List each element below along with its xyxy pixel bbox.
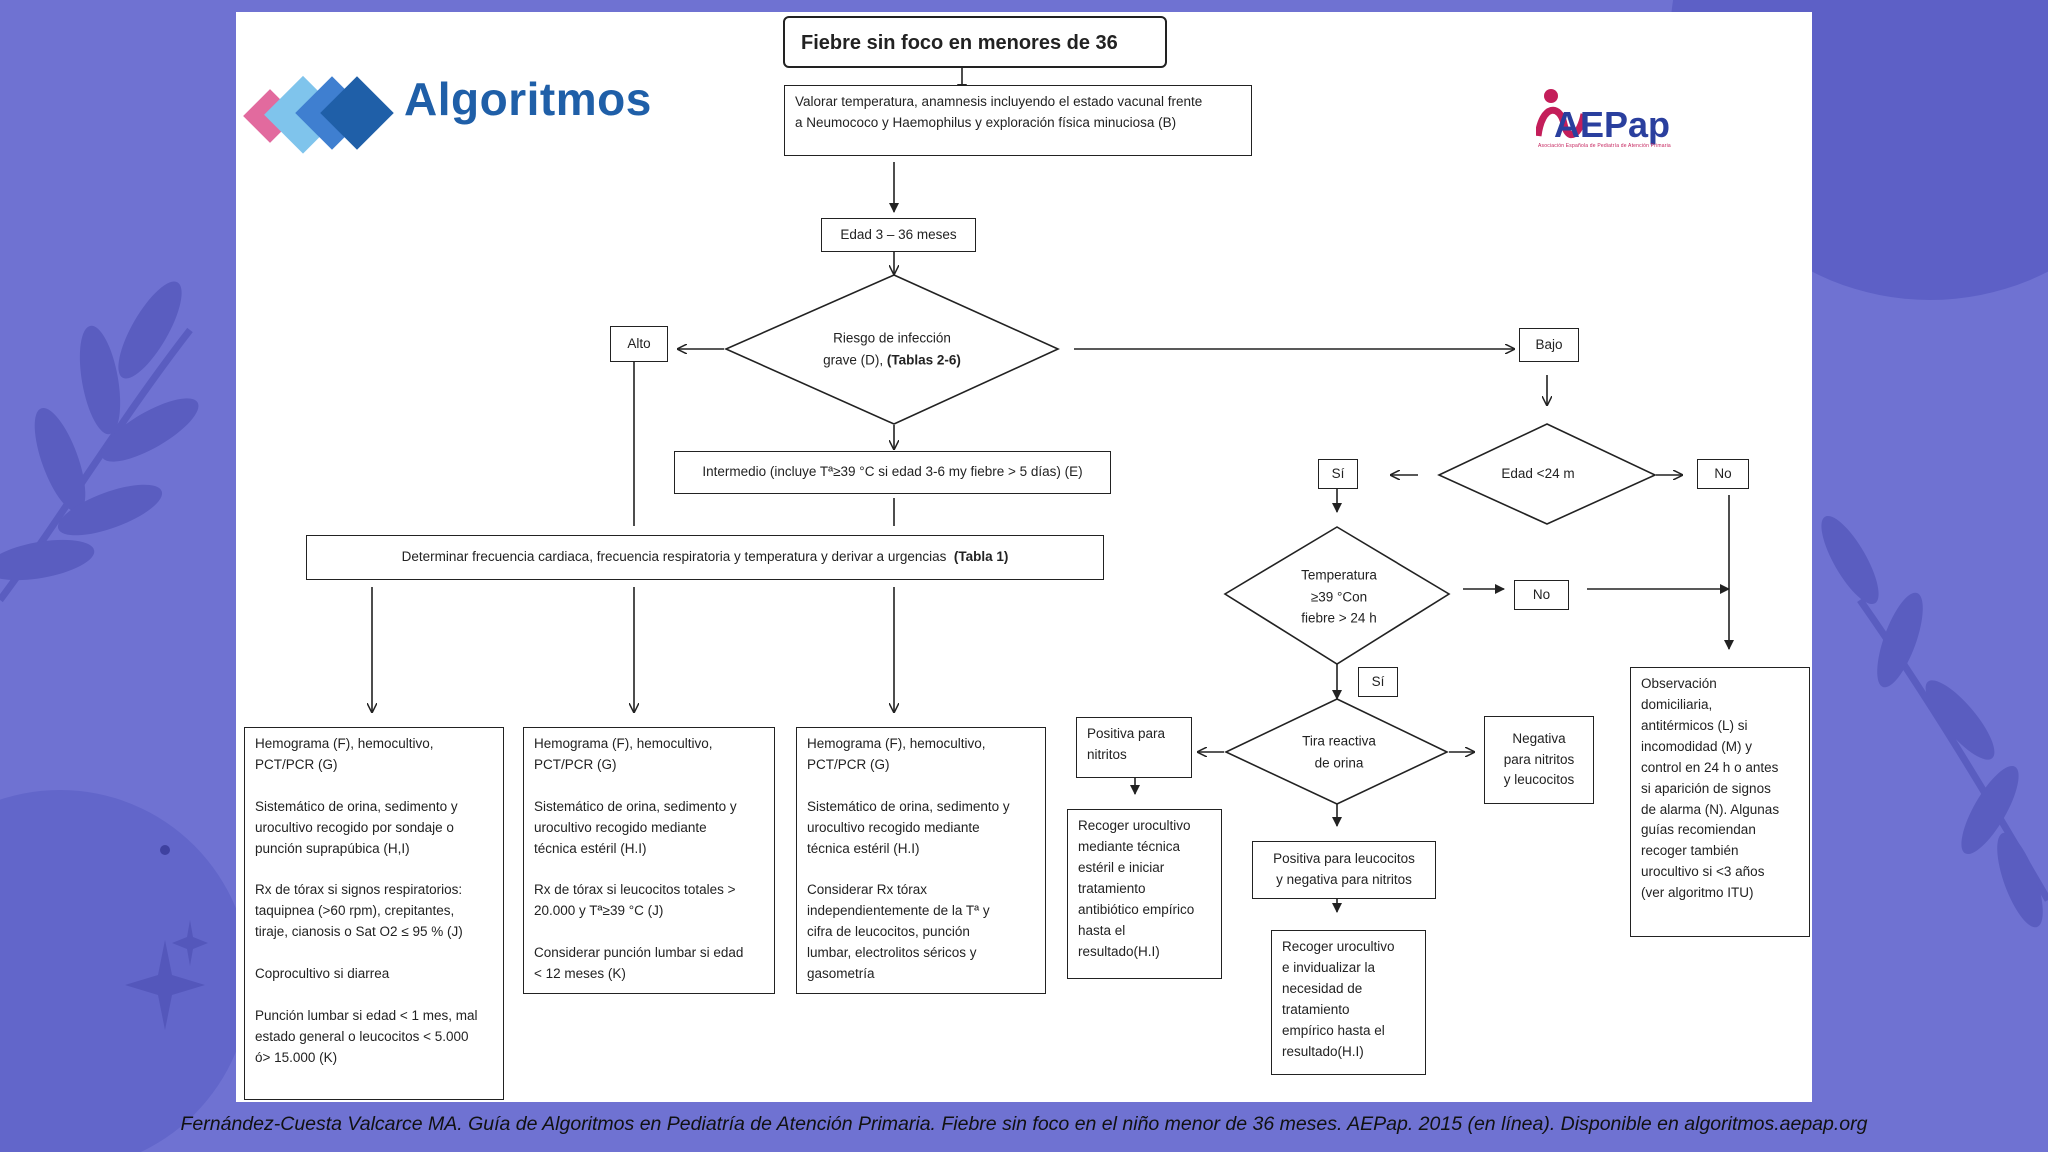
node-recoger-2: Recoger urocultivo e invidualizar la nec… xyxy=(1271,930,1426,1075)
sparkle-small-icon xyxy=(172,920,208,966)
algoritmos-logo-icon xyxy=(243,75,394,154)
node-bajo: Bajo xyxy=(1519,328,1579,362)
sparkle-icon xyxy=(125,940,205,1030)
algorithm-sheet: Algoritmos AEPap Asociación Española de … xyxy=(236,12,1812,1102)
node-negativa: Negativa para nitritos y leucocitos xyxy=(1484,716,1594,804)
node-valorar: Valorar temperatura, anamnesis incluyend… xyxy=(784,85,1252,156)
node-alto: Alto xyxy=(610,326,668,362)
leaf-branch-right-icon xyxy=(1821,515,2048,928)
node-col1-alto: Hemograma (F), hemocultivo, PCT/PCR (G) … xyxy=(244,727,504,1100)
node-recoger-1: Recoger urocultivo mediante técnica esté… xyxy=(1067,809,1222,979)
tira-label: Tira reactiva de orina xyxy=(1302,733,1376,770)
dot-icon xyxy=(160,845,170,855)
node-intermedio: Intermedio (incluye Tª≥39 °C si edad 3-6… xyxy=(674,451,1111,494)
node-col2: Hemograma (F), hemocultivo, PCT/PCR (G) … xyxy=(523,727,775,994)
node-si-1: Sí xyxy=(1318,459,1358,489)
temperatura-label: Temperatura ≥39 °Con fiebre > 24 h xyxy=(1301,567,1377,626)
decision-tira xyxy=(1224,698,1449,805)
edad-24m-label: Edad <24 m xyxy=(1501,466,1575,482)
aepap-logo-icon xyxy=(1536,89,1588,139)
node-observacion: Observación domiciliaria, antitérmicos (… xyxy=(1630,667,1810,937)
node-positiva-nitritos: Positiva para nitritos xyxy=(1076,717,1192,778)
decision-temperatura xyxy=(1223,526,1451,665)
bg-blob-bottom-left xyxy=(0,790,250,1152)
node-edad-3-36: Edad 3 – 36 meses xyxy=(821,218,976,252)
algorithm-title: Fiebre sin foco en menores de 36 xyxy=(783,16,1167,68)
decision-edad-24m xyxy=(1437,423,1657,525)
node-si-2: Sí xyxy=(1358,667,1398,697)
node-positiva-leucocitos: Positiva para leucocitos y negativa para… xyxy=(1252,841,1436,899)
node-col3: Hemograma (F), hemocultivo, PCT/PCR (G) … xyxy=(796,727,1046,994)
node-no-2: No xyxy=(1514,580,1569,610)
riesgo-label: Riesgo de infección grave (D), (Tablas 2… xyxy=(823,330,961,367)
leaf-branch-left-icon xyxy=(0,281,199,603)
decision-riesgo xyxy=(724,274,1060,425)
aepap-subtitle: Asociación Española de Pediatría de Aten… xyxy=(1538,143,1671,149)
node-no-1: No xyxy=(1697,459,1749,489)
aepap-logo-text: AEPap xyxy=(1554,104,1671,145)
logo-text: Algoritmos xyxy=(404,73,652,125)
citation-text: Fernández-Cuesta Valcarce MA. Guía de Al… xyxy=(180,1113,1868,1135)
node-determinar: Determinar frecuencia cardiaca, frecuenc… xyxy=(306,535,1104,580)
flowchart-connectors xyxy=(236,68,1734,913)
